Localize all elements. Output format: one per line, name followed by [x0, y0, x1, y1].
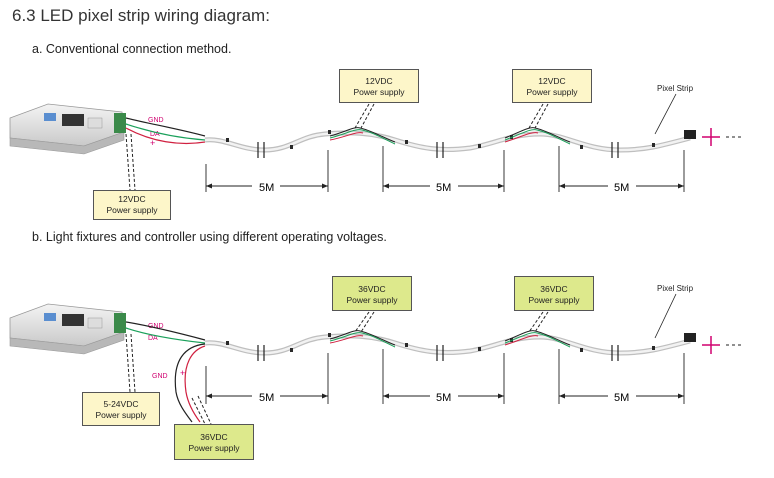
strip-power-supply-a-2: 12VDC Power supply [512, 69, 592, 103]
section-b-title: b. Light fixtures and controller using d… [32, 230, 387, 244]
segment-a-2: 5M [436, 182, 451, 194]
label-da-a: DA [150, 131, 160, 138]
ps-label: Power supply [106, 205, 158, 215]
segment-a-1: 5M [259, 182, 274, 194]
ps-label: Power supply [95, 410, 147, 420]
ps-voltage: 36VDC [540, 284, 568, 294]
ps-voltage: 36VDC [358, 284, 386, 294]
page-heading: 6.3 LED pixel strip wiring diagram: [12, 6, 270, 25]
section-a-title: a. Conventional connection method. [32, 42, 232, 56]
strip-power-supply-b-main: 36VDC Power supply [174, 424, 254, 460]
ps-label: Power supply [188, 443, 240, 453]
controller-a [9, 103, 126, 155]
ps-label: Power supply [353, 87, 405, 97]
ps-voltage: 5-24VDC [103, 399, 139, 409]
pixel-strip-label-a: Pixel Strip [657, 84, 694, 93]
controller-power-supply-a: 12VDC Power supply [93, 190, 171, 220]
section-a-diagram: GND DA + [9, 84, 744, 194]
label-plus-b2: + [180, 368, 185, 378]
ps-voltage: 12VDC [118, 194, 146, 204]
ps-voltage: 12VDC [365, 76, 393, 86]
ps-label: Power supply [526, 87, 578, 97]
label-gnd-b: GND [148, 323, 164, 330]
controller-power-supply-b: 5-24VDC Power supply [82, 392, 160, 426]
label-gnd-a: GND [148, 117, 164, 124]
label-plus-a: + [150, 138, 155, 148]
ps-label: Power supply [346, 295, 398, 305]
ps-label: Power supply [528, 295, 580, 305]
segment-a-3: 5M [614, 182, 629, 194]
strip-power-supply-a-1: 12VDC Power supply [339, 69, 419, 103]
segment-b-2: 5M [436, 392, 451, 404]
pixel-strip-label-b: Pixel Strip [657, 284, 694, 293]
label-gnd-b2: GND [152, 373, 168, 380]
label-da-b: DA [148, 335, 158, 342]
segment-b-1: 5M [259, 392, 274, 404]
strip-power-supply-b-2: 36VDC Power supply [514, 276, 594, 311]
ps-voltage: 36VDC [200, 432, 228, 442]
strip-power-supply-b-1: 36VDC Power supply [332, 276, 412, 311]
section-b-diagram: GND DA GND + [9, 284, 744, 425]
segment-b-3: 5M [614, 392, 629, 404]
controller-b [9, 303, 126, 355]
ps-voltage: 12VDC [538, 76, 566, 86]
